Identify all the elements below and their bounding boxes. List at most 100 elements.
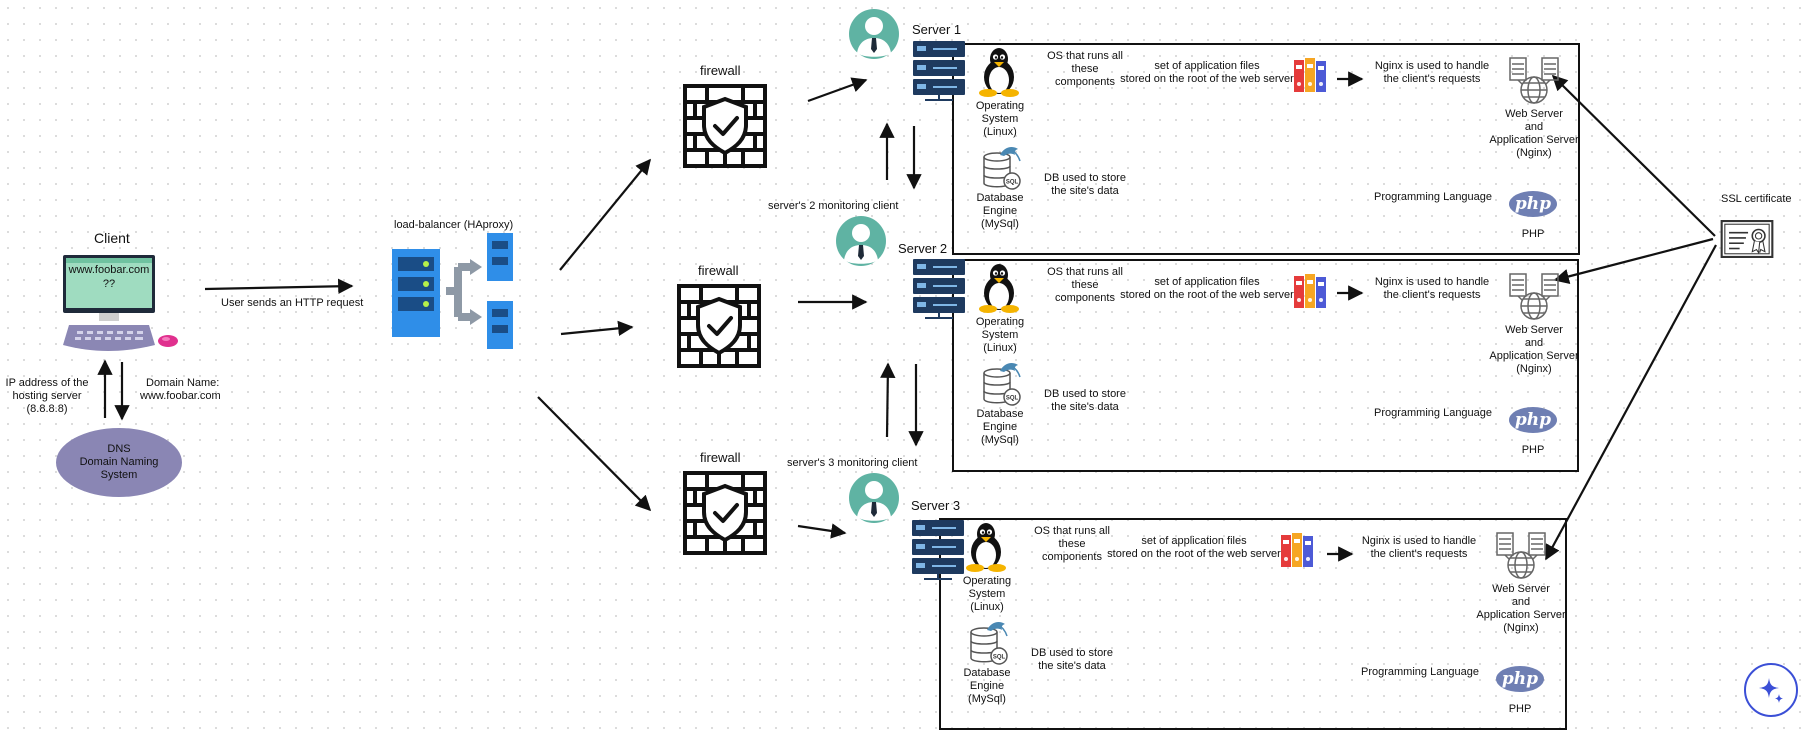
mysql-database-icon	[967, 620, 1011, 666]
os-desc-3: components	[1055, 76, 1115, 88]
php-logo-text: php	[1514, 194, 1552, 214]
firewall-1-label: firewall	[700, 63, 741, 78]
files-desc-1: set of application files	[1154, 60, 1260, 72]
files-desc-2: stored on the root of the web server	[1120, 73, 1294, 85]
db-desc-1: DB used to store	[1031, 647, 1113, 659]
monitoring-server2-label: server's 2 monitoring client	[768, 200, 899, 212]
firewall-shield-icon	[682, 470, 768, 556]
mysql-database-icon	[980, 361, 1024, 407]
web-label-2: and	[1524, 121, 1544, 133]
binder-files-icon	[1293, 273, 1329, 309]
server-3-title: Server 3	[911, 498, 961, 513]
client-title: Client	[94, 230, 130, 246]
os-label-1: Operating	[975, 316, 1025, 328]
db-label-1: Database	[976, 192, 1024, 204]
db-label-2: Engine	[969, 680, 1005, 692]
dns-node: DNS Domain Naming System	[56, 428, 182, 497]
web-label-3: Application Server	[1489, 134, 1579, 146]
server-rack-icon	[913, 41, 965, 101]
web-label-4: (Nginx)	[1516, 363, 1552, 375]
os-label-3: (Linux)	[970, 601, 1004, 613]
os-desc-3: components	[1042, 551, 1102, 563]
php-label: PHP	[1508, 703, 1532, 715]
db-desc-2: the site's data	[1051, 401, 1119, 413]
ip-label-1: IP address of the	[5, 377, 89, 389]
os-label-2: System	[981, 113, 1019, 125]
web-label-3: Application Server	[1489, 350, 1579, 362]
mysql-database-icon	[980, 145, 1024, 191]
os-label-2: System	[981, 329, 1019, 341]
firewall-shield-icon	[676, 283, 762, 369]
files-desc-1: set of application files	[1141, 535, 1247, 547]
server-rack-icon	[912, 520, 964, 580]
web-label-2: and	[1511, 596, 1531, 608]
lang-label: Programming Language	[1374, 191, 1493, 203]
lang-label: Programming Language	[1374, 407, 1493, 419]
dns-line3: System	[100, 469, 138, 481]
db-label-3: (MySql)	[981, 218, 1019, 230]
php-logo-icon: php	[1496, 666, 1544, 692]
web-server-globe-icon	[1508, 56, 1560, 106]
web-label-2: and	[1524, 337, 1544, 349]
nginx-desc-1: Nginx is used to handle	[1374, 276, 1490, 288]
db-desc-2: the site's data	[1051, 185, 1119, 197]
dns-line1: DNS	[107, 443, 131, 455]
web-label-4: (Nginx)	[1516, 147, 1552, 159]
binder-files-icon	[1280, 532, 1316, 568]
server-1-title: Server 1	[912, 22, 962, 37]
php-logo-text: php	[1501, 669, 1539, 689]
client-screen-url: www.foobar.com	[68, 264, 150, 276]
server-2-block	[952, 259, 1579, 472]
lang-label: Programming Language	[1361, 666, 1480, 678]
user-avatar-icon	[849, 9, 899, 59]
os-label-1: Operating	[975, 100, 1025, 112]
db-label-3: (MySql)	[968, 693, 1006, 705]
web-label-3: Application Server	[1476, 609, 1566, 621]
os-desc-1: OS that runs all	[1034, 525, 1110, 537]
domain-label-2: www.foobar.com	[140, 390, 221, 402]
monitoring-server3-label: server's 3 monitoring client	[787, 457, 918, 469]
os-label-1: Operating	[962, 575, 1012, 587]
firewall-3-label: firewall	[700, 450, 741, 465]
load-balancer-icon	[392, 233, 516, 351]
db-label-2: Engine	[982, 421, 1018, 433]
os-desc-1: OS that runs all	[1047, 50, 1123, 62]
linux-penguin-icon	[977, 263, 1021, 313]
os-desc-1: OS that runs all	[1047, 266, 1123, 278]
linux-penguin-icon	[977, 47, 1021, 97]
web-label-4: (Nginx)	[1503, 622, 1539, 634]
ip-label-3: (8.8.8.8)	[26, 403, 68, 415]
nginx-desc-2: the client's requests	[1383, 73, 1481, 85]
assistant-button[interactable]	[1744, 663, 1798, 717]
os-desc-3: components	[1055, 292, 1115, 304]
user-avatar-icon	[836, 216, 886, 266]
os-desc-2: these	[1058, 538, 1086, 550]
db-desc-1: DB used to store	[1044, 388, 1126, 400]
user-avatar-icon	[849, 473, 899, 523]
linux-penguin-icon	[964, 522, 1008, 572]
os-label-3: (Linux)	[983, 126, 1017, 138]
db-label-3: (MySql)	[981, 434, 1019, 446]
request-label: User sends an HTTP request	[221, 297, 364, 309]
files-desc-2: stored on the root of the web server	[1120, 289, 1294, 301]
ssl-certificate-icon	[1720, 220, 1774, 258]
web-label-1: Web Server	[1492, 583, 1550, 595]
web-label-1: Web Server	[1505, 108, 1563, 120]
php-label: PHP	[1521, 228, 1545, 240]
os-desc-2: these	[1071, 279, 1099, 291]
os-label-2: System	[968, 588, 1006, 600]
php-label: PHP	[1521, 444, 1545, 456]
nginx-desc-1: Nginx is used to handle	[1361, 535, 1477, 547]
db-label-1: Database	[963, 667, 1011, 679]
nginx-desc-1: Nginx is used to handle	[1374, 60, 1490, 72]
files-desc-1: set of application files	[1154, 276, 1260, 288]
php-logo-icon: php	[1509, 191, 1557, 217]
nginx-desc-2: the client's requests	[1370, 548, 1468, 560]
client-computer	[63, 255, 191, 355]
db-label-2: Engine	[982, 205, 1018, 217]
os-label-3: (Linux)	[983, 342, 1017, 354]
dns-line2: Domain Naming	[79, 456, 159, 468]
server-rack-icon	[913, 259, 965, 319]
db-label-1: Database	[976, 408, 1024, 420]
